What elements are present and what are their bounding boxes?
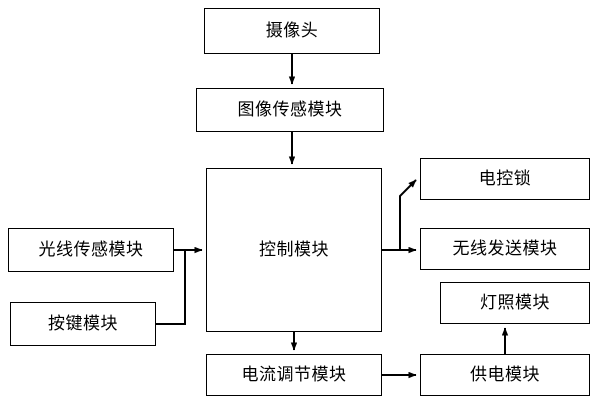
node-wireless-transmit-module[interactable]: 无线发送模块 <box>420 228 590 270</box>
node-power-supply-module[interactable]: 供电模块 <box>420 354 590 396</box>
node-current-adjust-module[interactable]: 电流调节模块 <box>206 354 382 396</box>
node-camera[interactable]: 摄像头 <box>204 8 380 54</box>
node-lamp-module[interactable]: 灯照模块 <box>440 282 590 324</box>
node-button-module[interactable]: 按键模块 <box>10 302 156 346</box>
node-electric-lock[interactable]: 电控锁 <box>420 158 590 200</box>
node-control-module[interactable]: 控制模块 <box>206 168 382 332</box>
edge-control-to-lock <box>382 179 417 251</box>
node-image-sensor-module[interactable]: 图像传感模块 <box>196 88 384 132</box>
node-light-sensor-module[interactable]: 光线传感模块 <box>8 228 174 272</box>
